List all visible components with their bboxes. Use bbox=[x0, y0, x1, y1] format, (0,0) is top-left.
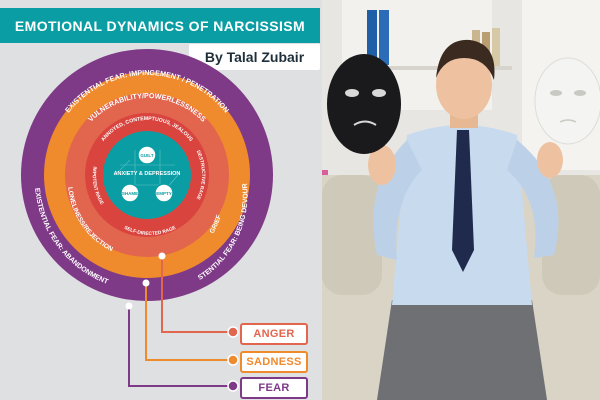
red-right-label: DESTRUCTIVE RAGE bbox=[194, 150, 206, 202]
binder bbox=[379, 10, 389, 65]
man-with-masks-photo bbox=[322, 0, 600, 400]
guilt-node bbox=[137, 145, 157, 165]
infographic-panel: EMOTIONAL DYNAMICS OF NARCISSISM By Tala… bbox=[0, 0, 322, 400]
fear-dot bbox=[227, 380, 239, 392]
shame-node bbox=[120, 183, 140, 203]
sadness-label: SADNESS bbox=[240, 351, 308, 373]
anger-label: ANGER bbox=[240, 323, 308, 345]
photo-illustration bbox=[322, 0, 600, 400]
infographic-title: EMOTIONAL DYNAMICS OF NARCISSISM bbox=[0, 8, 320, 43]
sadness-connector bbox=[145, 283, 230, 361]
core-label: ANXIETY & DEPRESSION bbox=[114, 171, 181, 177]
empty-node bbox=[154, 183, 174, 203]
white-mask bbox=[534, 57, 600, 145]
man-face bbox=[436, 51, 492, 119]
sadness-connector-dot bbox=[142, 279, 150, 287]
anger-connector bbox=[161, 256, 230, 333]
anger-connector-dot bbox=[158, 252, 166, 260]
fear-connector-dot bbox=[125, 302, 133, 310]
author-label: By Talal Zubair bbox=[189, 44, 320, 70]
emotion-rings-diagram: EXISTENTIAL FEAR: IMPINGEMENT / PENETRAT… bbox=[0, 0, 273, 392]
anger-dot bbox=[227, 326, 239, 338]
empty-label: EMPTY bbox=[156, 191, 172, 196]
tie bbox=[452, 130, 474, 272]
hair bbox=[436, 39, 495, 80]
fear-label: FEAR bbox=[240, 377, 308, 399]
black-mask bbox=[327, 54, 401, 154]
shame-label: SHAME bbox=[122, 191, 138, 196]
sadness-dot bbox=[227, 354, 239, 366]
trousers bbox=[377, 300, 547, 400]
fear-connector bbox=[128, 306, 230, 387]
binder bbox=[367, 10, 377, 65]
books bbox=[492, 28, 500, 70]
guilt-label: GUILT bbox=[140, 153, 153, 158]
